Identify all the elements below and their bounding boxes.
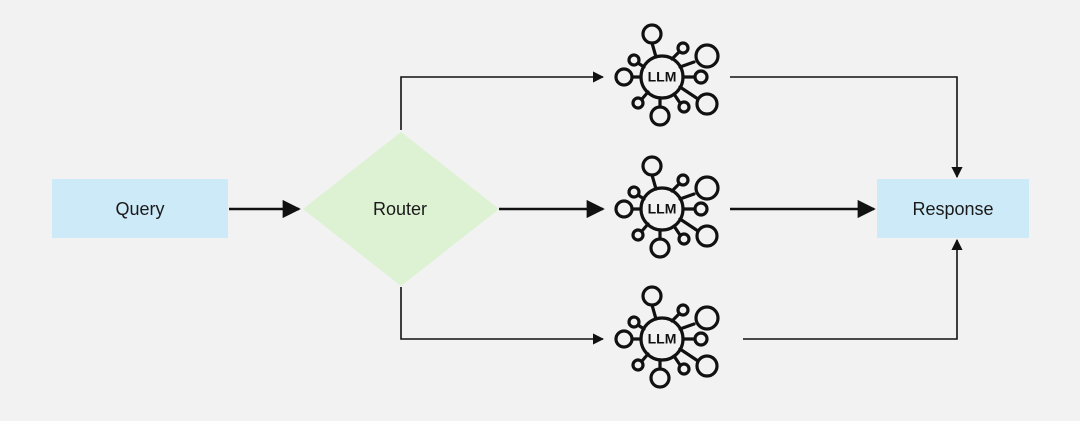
query-label: Query — [115, 199, 164, 219]
router-diamond — [303, 132, 499, 286]
edge-llm-bottom-response — [743, 238, 963, 340]
llm-label-bottom: LLM — [648, 331, 677, 347]
response-label: Response — [912, 199, 993, 219]
llm-label-middle: LLM — [648, 201, 677, 217]
query-node: Query — [52, 179, 228, 238]
llm-label-top: LLM — [648, 69, 677, 85]
llm-node-middle: LLM — [614, 155, 720, 259]
edges — [229, 71, 963, 345]
response-box — [877, 179, 1029, 238]
edge-llm-top-response — [730, 76, 963, 179]
response-node: Response — [877, 179, 1029, 238]
query-box — [52, 179, 228, 238]
router-label: Router — [373, 199, 427, 219]
router-node: Router — [303, 132, 499, 286]
llm-node-top: LLM — [614, 23, 720, 127]
llm-node-bottom: LLM — [614, 285, 720, 389]
edge-router-llm-top — [400, 71, 605, 130]
edge-router-llm-bottom — [400, 287, 605, 345]
